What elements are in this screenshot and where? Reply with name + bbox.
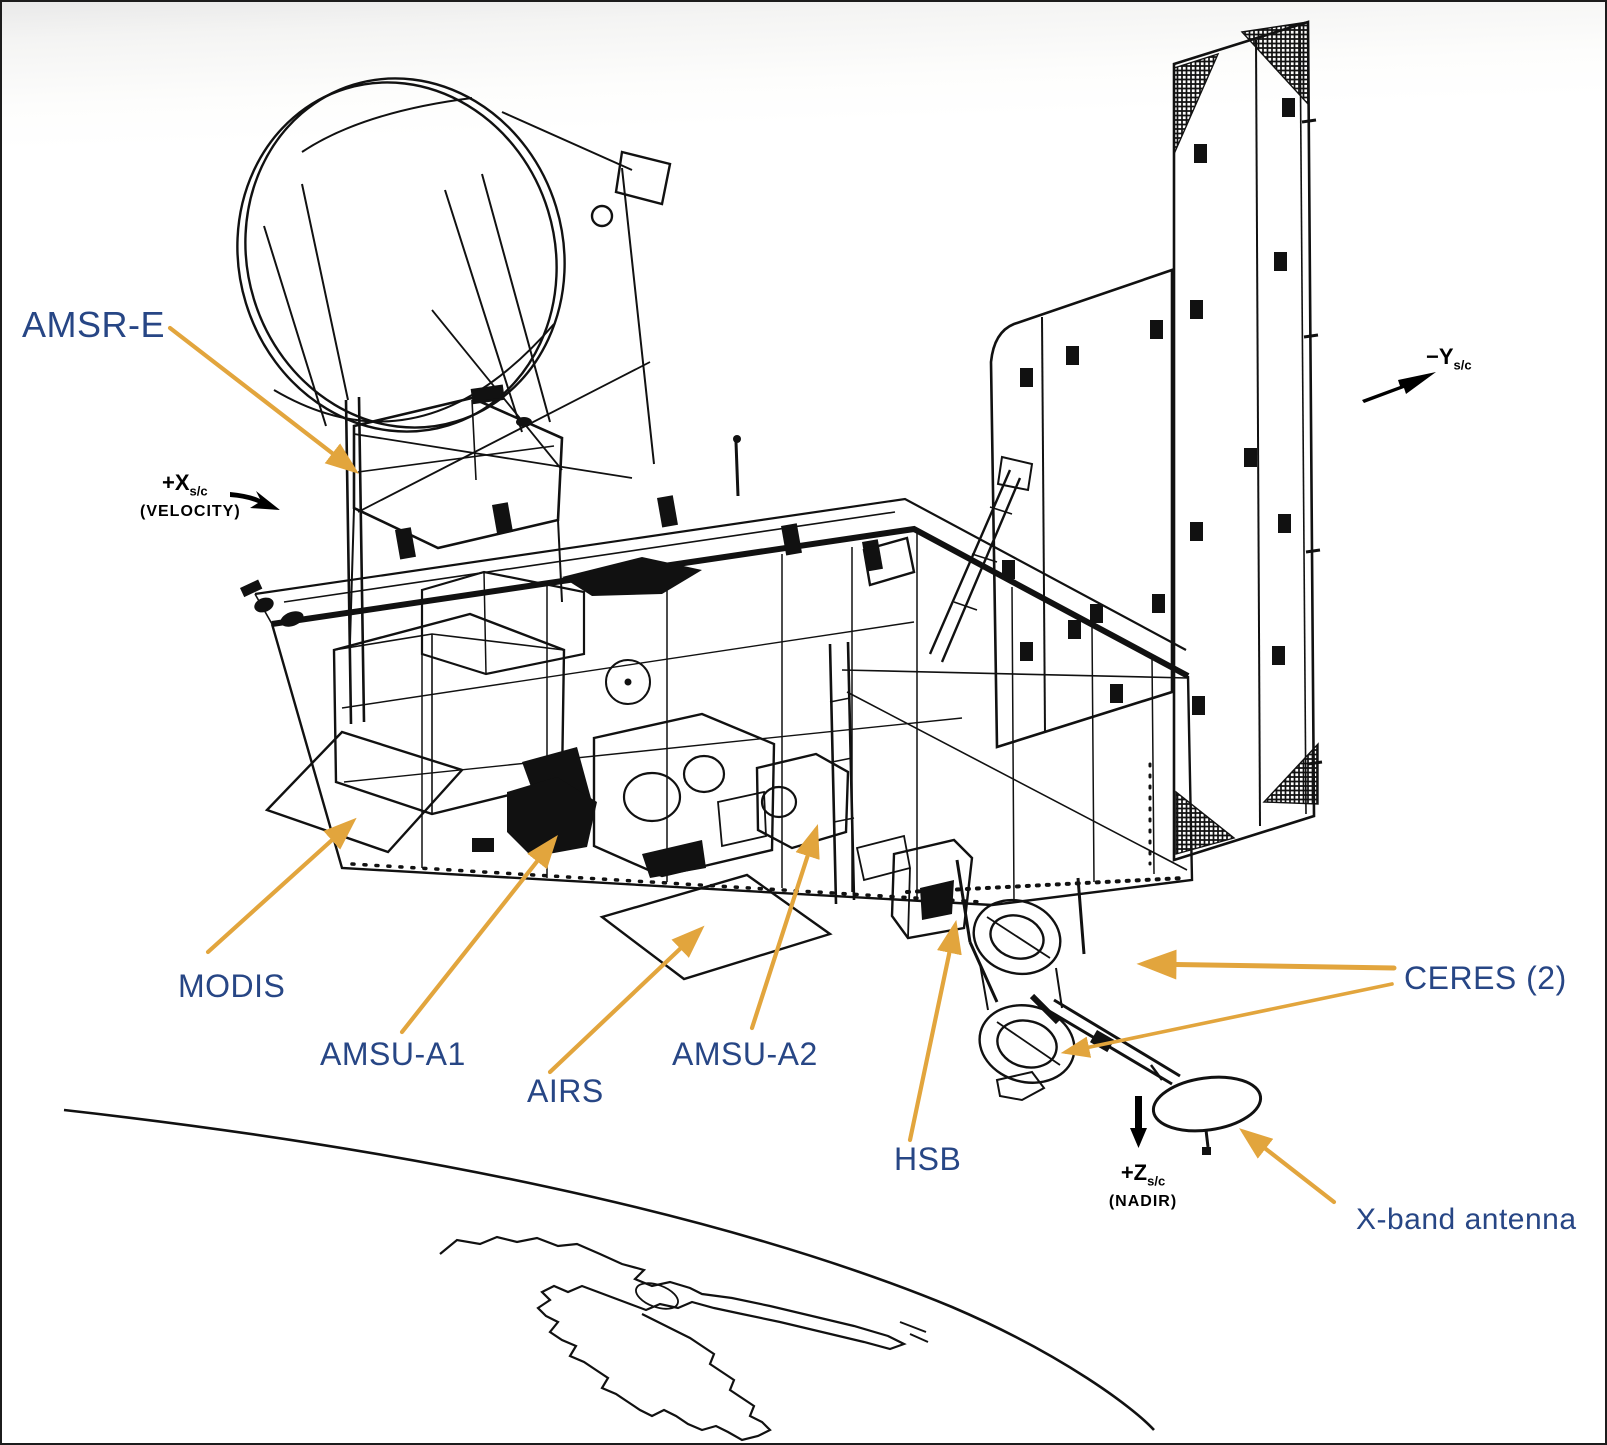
amsu-a2-arrow: [749, 824, 820, 1031]
label-ceres: CERES (2): [1404, 960, 1567, 996]
ceres-scanner-drawing: [955, 859, 1086, 1102]
instrument-cluster-drawing: [264, 570, 974, 981]
label-amsr-e: AMSR-E: [22, 304, 166, 345]
y-axis-symbol: −Y: [1426, 344, 1454, 369]
airs-swath-plate: [599, 873, 833, 981]
z-axis-note: (NADIR): [1108, 1193, 1178, 1211]
amsu-a1-arrow: [399, 835, 558, 1035]
amsu-a2-instrument: [755, 752, 850, 850]
minus-y-axis-arrow: [1362, 372, 1436, 403]
label-amsu-a1: AMSU-A1: [320, 1036, 466, 1072]
x-axis-symbol: +X: [162, 470, 190, 495]
x-axis-note: (VELOCITY): [140, 503, 241, 521]
nadir-axis-arrow: [1130, 1096, 1147, 1148]
label-modis: MODIS: [178, 968, 286, 1004]
main-bus-drawing: [240, 435, 1194, 907]
airs-arrow: [547, 925, 705, 1075]
solar-panel-fittings: [1020, 98, 1295, 715]
label-x-band: X-band antenna: [1356, 1203, 1577, 1236]
ceres-upper-arrow: [1136, 949, 1397, 980]
velocity-axis-arrow: [230, 491, 280, 510]
ceres-lower-arrow: [1060, 982, 1394, 1058]
x-band-antenna-drawing: [1029, 993, 1263, 1155]
axis-arrows: [230, 372, 1436, 1148]
coastline-outline: [439, 1235, 907, 1442]
hsb-instrument: [855, 834, 974, 940]
minus-y-axis-label: −Ys/c: [1426, 344, 1472, 373]
label-airs: AIRS: [527, 1073, 604, 1109]
x-band-arrow: [1239, 1128, 1337, 1205]
amsr-e-dish-drawing: [236, 77, 672, 725]
velocity-axis-label: +Xs/c (VELOCITY): [140, 470, 241, 520]
label-amsu-a2: AMSU-A2: [672, 1036, 818, 1072]
hsb-arrow: [907, 919, 962, 1143]
z-axis-symbol: +Z: [1120, 1160, 1148, 1185]
earth-drawing: [63, 1108, 1155, 1442]
airs-instrument: [592, 712, 833, 981]
nadir-axis-label: +Zs/c (NADIR): [1088, 1162, 1198, 1210]
label-hsb: HSB: [894, 1141, 962, 1177]
leader-arrows: [167, 325, 1397, 1205]
x-axis-subscript: s/c: [189, 483, 208, 499]
modis-arrow: [205, 817, 357, 955]
y-axis-subscript: s/c: [1453, 357, 1472, 373]
x-band-antenna-dish: [1151, 1075, 1263, 1133]
solar-array-drawing: [928, 20, 1323, 862]
earth-horizon-line: [63, 1108, 1155, 1431]
amsr-e-arrow: [167, 325, 359, 474]
z-axis-subscript: s/c: [1147, 1173, 1166, 1189]
